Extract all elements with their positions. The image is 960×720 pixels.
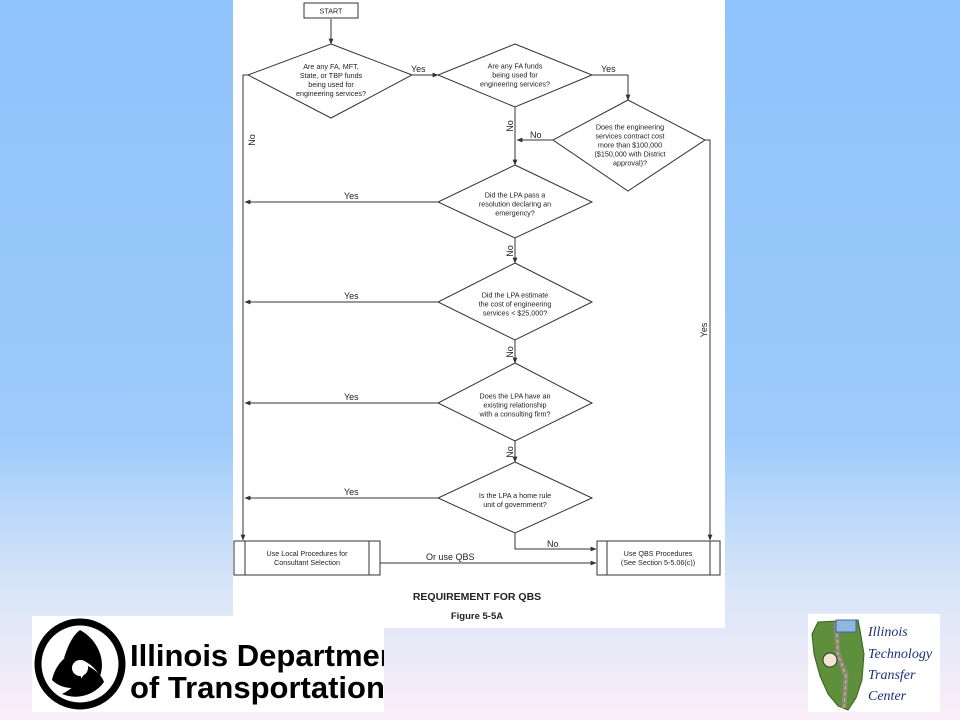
node-text-line: Does the LPA have an (480, 392, 551, 401)
label-or-use-qbs: Or use QBS (426, 552, 475, 562)
label-d4-no: No (505, 245, 515, 257)
label-d5-yes: Yes (344, 291, 359, 301)
label-d6-no: No (505, 446, 515, 458)
node-text-line: State, or TBP funds (300, 71, 363, 80)
label-d2-yes: Yes (601, 64, 616, 74)
figure-number: Figure 5-5A (451, 611, 503, 622)
node-text-line: being used for (492, 71, 538, 80)
edge-d7-no-qbs (514, 533, 597, 552)
ittc-logo: Illinois Technology Transfer Center (808, 614, 940, 712)
ittc-line-4: Center (868, 689, 907, 704)
node-text-line: services contract cost (595, 132, 664, 141)
node-text-line: services < $25,000? (483, 309, 548, 318)
edges (240, 19, 713, 566)
node-text-line: the cost of engineering (479, 300, 552, 309)
edge-labels: Yes Yes No No No Yes Yes No Yes No Yes N… (247, 64, 709, 562)
node-text-line: approval)? (613, 159, 647, 168)
node-text-line: Does the engineering (596, 123, 664, 132)
node-text-line: Are any FA, MFT, (303, 62, 359, 71)
idot-logo: Illinois Department of Transportation (32, 616, 409, 712)
node-text-line: Did the LPA pass a (485, 191, 546, 200)
ittc-line-1: Illinois (867, 625, 908, 640)
node-text-line: (See Section 5-5.06(c)) (621, 558, 695, 567)
node-text-line: being used for (308, 80, 354, 89)
edge-d1-no-local (240, 74, 248, 541)
node-text-line: engineering services? (480, 80, 550, 89)
label-d7-no: No (547, 539, 559, 549)
edge-d3-yes-qbs (705, 139, 713, 541)
node-text-line: Did the LPA estimate (482, 291, 549, 300)
idot-emblem-icon: Illinois Department of Transportation (34, 618, 409, 710)
process-qbs-procedures: Use QBS Procedures(See Section 5-5.06(c)… (596, 540, 721, 576)
node-text-line: Consultant Selection (274, 558, 340, 567)
label-d7-yes: Yes (344, 487, 359, 497)
label-d4-yes: Yes (344, 191, 359, 201)
label-d5-no: No (505, 346, 515, 358)
node-text-line: Is the LPA a home rule (479, 491, 551, 500)
node-text-line: resolution declaring an (479, 200, 551, 209)
node-text-line: ($150,000 with District (594, 150, 665, 159)
label-d6-yes: Yes (344, 392, 359, 402)
figure-title: REQUIREMENT FOR QBS (413, 591, 541, 603)
label-d1-yes: Yes (411, 64, 426, 74)
edge-d2-yes-d3 (592, 74, 631, 101)
node-text-line: Are any FA funds (488, 62, 543, 71)
node-text-line: Use Local Procedures for (266, 549, 348, 558)
node-text-line: emergency? (495, 209, 535, 218)
idot-name-line-2: of Transportation (130, 670, 384, 705)
idot-name-line-1: Illinois Department (130, 638, 384, 673)
node-text-line: with a consulting firm? (478, 410, 550, 419)
node-text-line: engineering services? (296, 89, 366, 98)
svg-text:START: START (320, 7, 344, 16)
ittc-line-2: Technology (868, 647, 933, 662)
label-d1-no: No (247, 134, 257, 146)
svg-text:Are any FA, MFT,State, or TBP: Are any FA, MFT,State, or TBP fundsbeing… (296, 62, 366, 98)
node-text-line: more than $100,000 (598, 141, 662, 150)
node-text-line: unit of government? (483, 500, 547, 509)
label-d3-no: No (530, 130, 542, 140)
node-text-line: Use QBS Procedures (624, 549, 693, 558)
start-node: START (303, 2, 359, 19)
node-text-line: existing relationship (483, 401, 546, 410)
label-d2-no: No (505, 120, 515, 132)
label-d3-yes: Yes (699, 322, 709, 337)
svg-text:Use QBS Procedures(See Section: Use QBS Procedures(See Section 5-5.06(c)… (621, 549, 695, 567)
ittc-line-3: Transfer (868, 668, 916, 683)
illinois-map-icon: Illinois Technology Transfer Center (811, 619, 933, 711)
